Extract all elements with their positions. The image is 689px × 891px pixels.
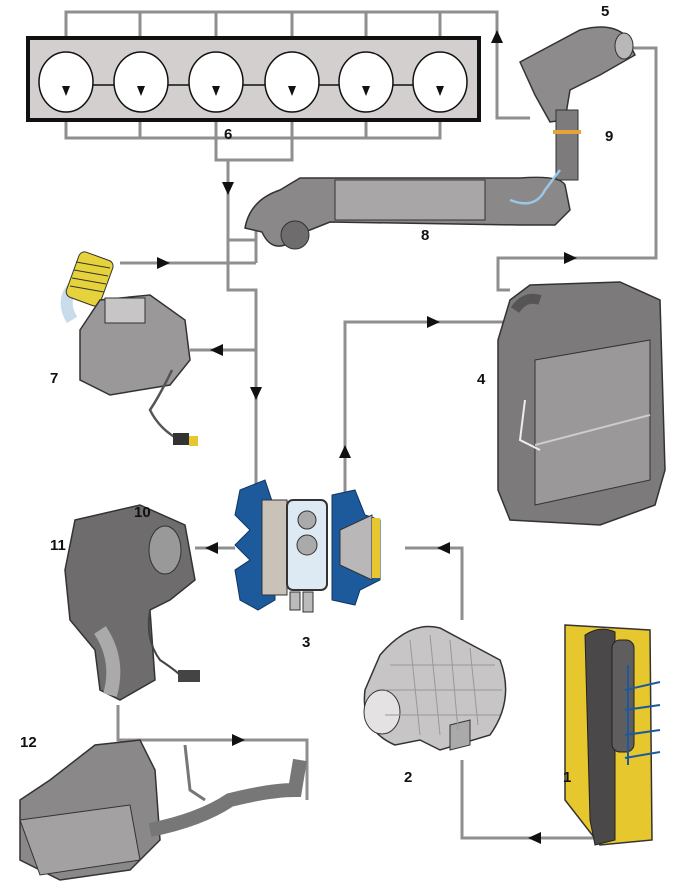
cylinder-4: [264, 51, 320, 113]
label-4: 4: [477, 371, 486, 388]
arrow-down-exhaust: [222, 182, 234, 195]
pipe-filter-to-compressor: [405, 546, 464, 620]
egr-valve: [60, 251, 198, 446]
cylinder-6: [412, 51, 468, 113]
intercooler: [497, 281, 666, 526]
cylinder-2: [113, 51, 169, 113]
label-9: 9: [605, 128, 614, 145]
arrow-left-egr-valve: [210, 344, 223, 356]
cylinder-5: [338, 51, 394, 113]
exhaust-brake: [64, 504, 200, 701]
label-6: 6: [224, 126, 233, 143]
flexible-hose: [65, 251, 114, 307]
label-12: 12: [20, 734, 37, 751]
arrow-right-intercooler: [564, 252, 577, 264]
particulate-filter: [19, 739, 307, 881]
arrow-left-compressor-inlet: [437, 542, 450, 554]
intake-runners: [64, 10, 530, 120]
label-7: 7: [50, 370, 59, 387]
label-1: 1: [563, 769, 572, 786]
pipe-compressor-to-intercooler: [343, 320, 505, 495]
label-5: 5: [601, 3, 610, 20]
arrow-up-compressor: [339, 445, 351, 458]
turbocharger: [234, 479, 381, 613]
label-3: 3: [302, 634, 311, 651]
egr-cooler: [244, 169, 571, 250]
arrow-right-egr: [157, 257, 170, 269]
cylinders: [38, 51, 468, 113]
arrow-right-compressor: [427, 316, 440, 328]
air-inlet: [564, 624, 661, 846]
label-8: 8: [421, 227, 430, 244]
arrow-left-turbine-out: [205, 542, 218, 554]
cylinder-1: [38, 51, 94, 113]
arrow-right-dpf: [232, 734, 245, 746]
air-filter: [363, 625, 507, 751]
arrow-up-intake: [491, 30, 503, 43]
label-11: 11: [50, 537, 66, 554]
arrow-down-turbine: [250, 387, 262, 400]
engine-block: [26, 36, 481, 122]
arrow-left-filter: [528, 832, 541, 844]
label-10: 10: [134, 504, 151, 521]
label-2: 2: [404, 769, 413, 786]
pipe-to-dpf: [116, 705, 309, 800]
cylinder-3: [188, 51, 244, 113]
throttle-housing: [519, 26, 636, 181]
